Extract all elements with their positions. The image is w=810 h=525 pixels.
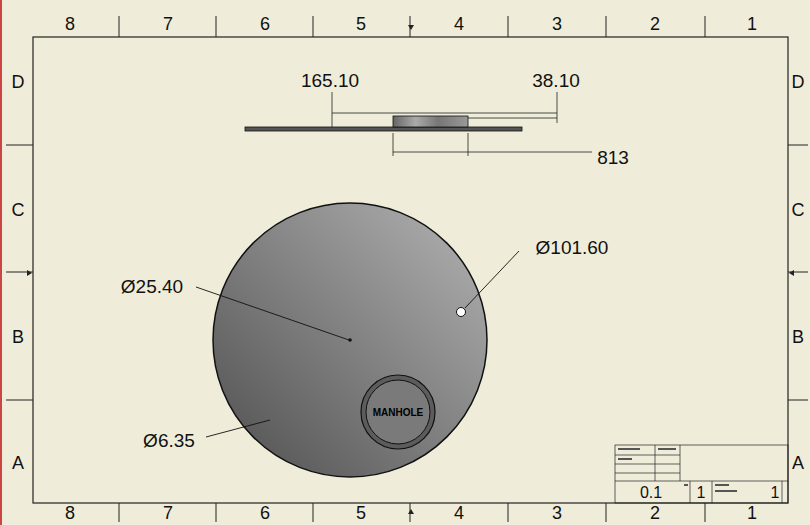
dimension-text: Ø6.35	[143, 431, 195, 450]
drawing-frame	[33, 37, 788, 503]
zone-label: 6	[260, 15, 270, 33]
zone-label: 2	[650, 15, 660, 33]
dimension-text: 38.10	[532, 71, 580, 90]
center-marks	[27, 25, 794, 514]
zone-label: 5	[356, 15, 366, 33]
zone-label: B	[792, 328, 804, 346]
zone-ticks	[6, 16, 808, 522]
title-block-fine-print	[618, 448, 737, 492]
zone-label: 1	[747, 15, 757, 33]
title-block-text: 1	[771, 485, 780, 501]
dimension-text: Ø25.40	[121, 277, 183, 296]
dimension-text: Ø101.60	[536, 238, 609, 257]
zone-label: 6	[260, 504, 270, 522]
vent-hole	[457, 308, 466, 317]
zone-label: 4	[454, 504, 464, 522]
zone-label: 1	[747, 504, 757, 522]
title-block-text: 0.1	[640, 485, 662, 501]
plate-side-view	[245, 127, 522, 131]
zone-label: D	[12, 73, 25, 91]
plate-disc	[213, 203, 487, 477]
zone-label: D	[792, 73, 805, 91]
zone-label: C	[12, 201, 25, 219]
zone-label: 2	[650, 504, 660, 522]
leader-lines	[196, 251, 519, 437]
title-block-text: 1	[697, 485, 706, 501]
title-block	[615, 445, 788, 503]
manhole-label: MANHOLE	[373, 407, 424, 418]
zone-label: 3	[552, 15, 562, 33]
zone-label: A	[792, 454, 804, 472]
zone-label: B	[12, 328, 24, 346]
manhole-cover: MANHOLE	[360, 374, 436, 450]
window-edge	[0, 0, 2, 525]
zone-label: 8	[65, 504, 75, 522]
zone-label: 7	[163, 504, 173, 522]
zone-label: C	[792, 201, 805, 219]
manhole-boss-side-view	[393, 116, 468, 127]
zone-label: 3	[552, 504, 562, 522]
dimension-lines	[332, 92, 592, 156]
zone-label: 8	[65, 15, 75, 33]
dimension-text: 813	[597, 148, 629, 167]
zone-label: 4	[454, 15, 464, 33]
dimension-text: 165.10	[301, 71, 359, 90]
zone-label: A	[12, 454, 24, 472]
zone-label: 5	[356, 504, 366, 522]
zone-label: 7	[163, 15, 173, 33]
